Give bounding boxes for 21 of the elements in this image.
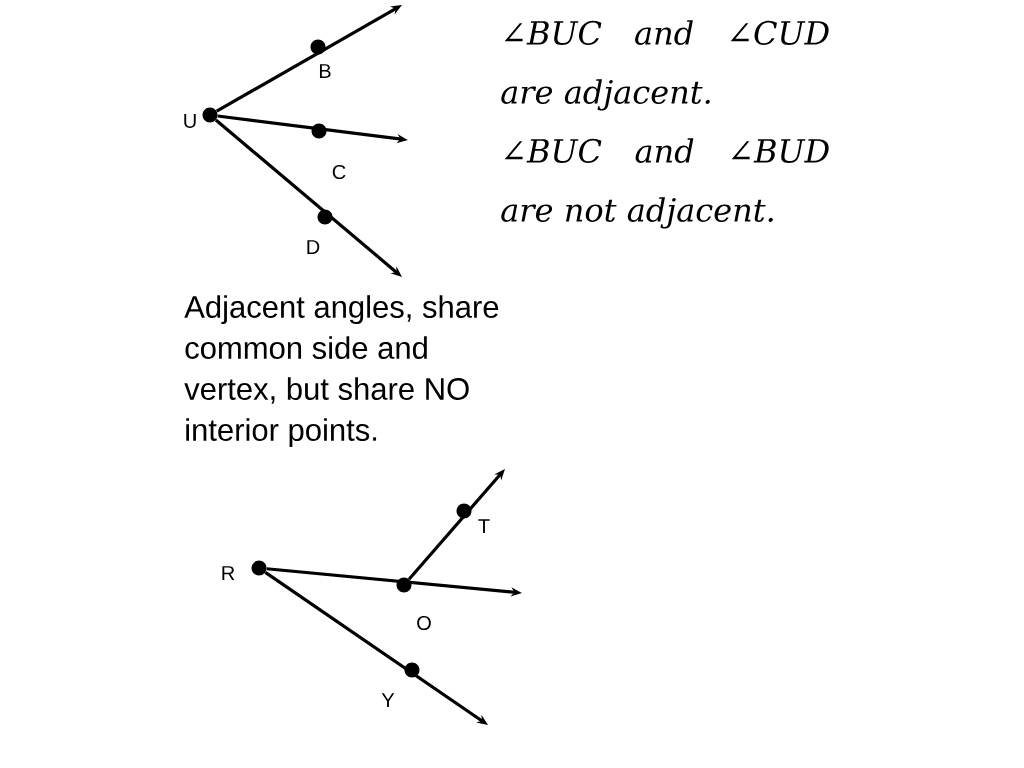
ray-arrow	[214, 118, 402, 277]
point-label: C	[332, 164, 346, 180]
statement: ∠BUC and ∠BUD are not adjacent.	[501, 138, 829, 229]
point-label: T	[478, 519, 490, 533]
point-label: U	[184, 114, 196, 128]
point-label: R	[222, 566, 235, 580]
ray-arrow	[407, 469, 505, 581]
point-dot	[251, 560, 267, 576]
point-dot	[396, 577, 412, 593]
point-label: Y	[381, 693, 395, 707]
point-label: O	[417, 615, 431, 631]
point-dot	[202, 107, 218, 123]
point-dot	[311, 123, 327, 139]
point-dot	[404, 662, 420, 678]
point-label: B	[320, 64, 331, 78]
point-label: D	[307, 240, 320, 254]
point-dot	[317, 209, 333, 225]
statement: ∠BUC and ∠CUD are adjacent.	[501, 20, 829, 111]
point-dot	[310, 39, 326, 55]
point-dot	[456, 503, 472, 519]
definition-text: Adjacent angles, share common side and vertex, but share NO interior points.	[184, 295, 499, 448]
